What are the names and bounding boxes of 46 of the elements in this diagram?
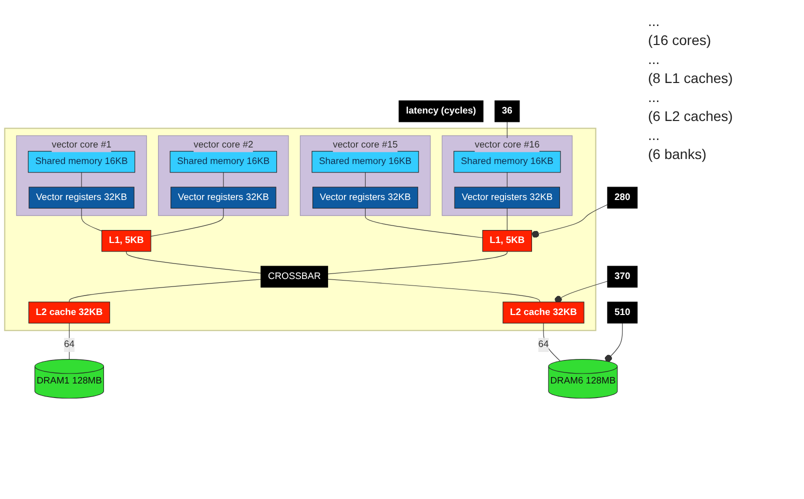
node-box: L2 cache 32KB bbox=[28, 302, 110, 324]
connector bbox=[604, 322, 623, 362]
node-box: Vector registers 32KB bbox=[28, 186, 134, 209]
node-box: 280 bbox=[607, 186, 638, 209]
node-box: Shared memory 16KB bbox=[170, 150, 277, 173]
node-box: L1, 5KB bbox=[482, 230, 532, 252]
connector bbox=[531, 204, 608, 238]
connector bbox=[81, 172, 82, 188]
connector bbox=[328, 278, 540, 302]
connector bbox=[150, 208, 224, 237]
node-box: CROSSBAR bbox=[260, 266, 328, 288]
connector bbox=[365, 172, 366, 188]
connector bbox=[126, 251, 262, 274]
node-box: Shared memory 16KB bbox=[454, 150, 561, 173]
connector bbox=[223, 172, 224, 188]
connector bbox=[328, 251, 508, 274]
note-label: ... bbox=[648, 13, 661, 29]
connector bbox=[554, 281, 608, 303]
node-box: Shared memory 16KB bbox=[312, 150, 419, 173]
connector bbox=[543, 322, 561, 362]
node-box: 36 bbox=[494, 100, 520, 122]
connector bbox=[506, 172, 508, 188]
note-label: (6 banks) bbox=[648, 146, 708, 162]
node-box: Vector registers 32KB bbox=[170, 186, 276, 209]
connector bbox=[68, 322, 70, 360]
edge-label: 64 bbox=[538, 340, 549, 350]
node-box: Vector registers 32KB bbox=[454, 186, 560, 209]
node-box: L1, 5KB bbox=[101, 230, 152, 252]
note-label: (8 L1 caches) bbox=[648, 70, 734, 86]
node-box: Vector registers 32KB bbox=[312, 186, 418, 209]
edge-label: 64 bbox=[64, 340, 74, 350]
note-label: (6 L2 caches) bbox=[648, 108, 734, 124]
connector bbox=[506, 208, 508, 231]
note-label: ... bbox=[648, 127, 661, 143]
note-label: (16 cores) bbox=[648, 32, 712, 48]
cluster bbox=[4, 128, 596, 332]
node-box: latency (cycles) bbox=[398, 100, 484, 122]
connector bbox=[81, 208, 102, 232]
node-box: 370 bbox=[607, 266, 638, 288]
node-box: L2 cache 32KB bbox=[502, 302, 584, 324]
connector bbox=[365, 208, 483, 238]
note-label: ... bbox=[648, 89, 661, 105]
node-box: 510 bbox=[607, 302, 638, 324]
note-label: ... bbox=[648, 51, 661, 67]
connector bbox=[68, 279, 262, 302]
node-box: Shared memory 16KB bbox=[28, 150, 136, 173]
